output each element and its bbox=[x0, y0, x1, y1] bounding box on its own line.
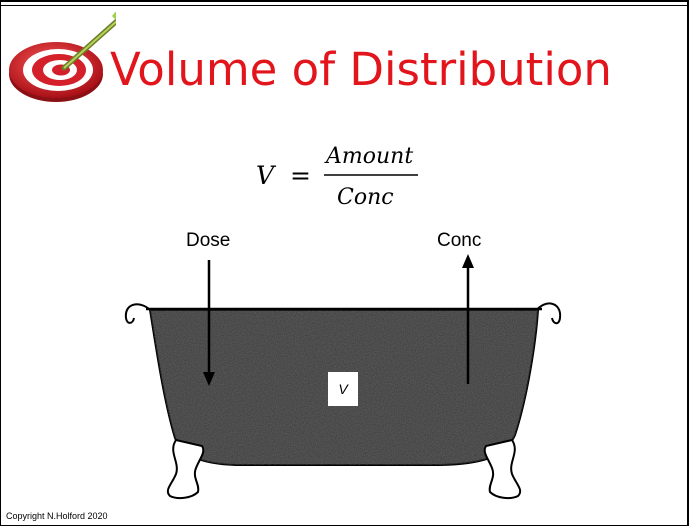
copyright-text: Copyright N.Holford 2020 bbox=[6, 511, 108, 521]
tub-left-rim bbox=[126, 304, 152, 323]
tub-right-rim bbox=[535, 303, 560, 323]
volume-label-box: V bbox=[328, 372, 358, 406]
conc-arrow-head bbox=[462, 254, 474, 268]
tub-right-foot bbox=[485, 440, 520, 498]
dose-label: Dose bbox=[186, 230, 230, 251]
conc-label: Conc bbox=[437, 230, 481, 251]
tub-left-foot bbox=[168, 440, 203, 498]
volume-label: V bbox=[338, 381, 347, 397]
